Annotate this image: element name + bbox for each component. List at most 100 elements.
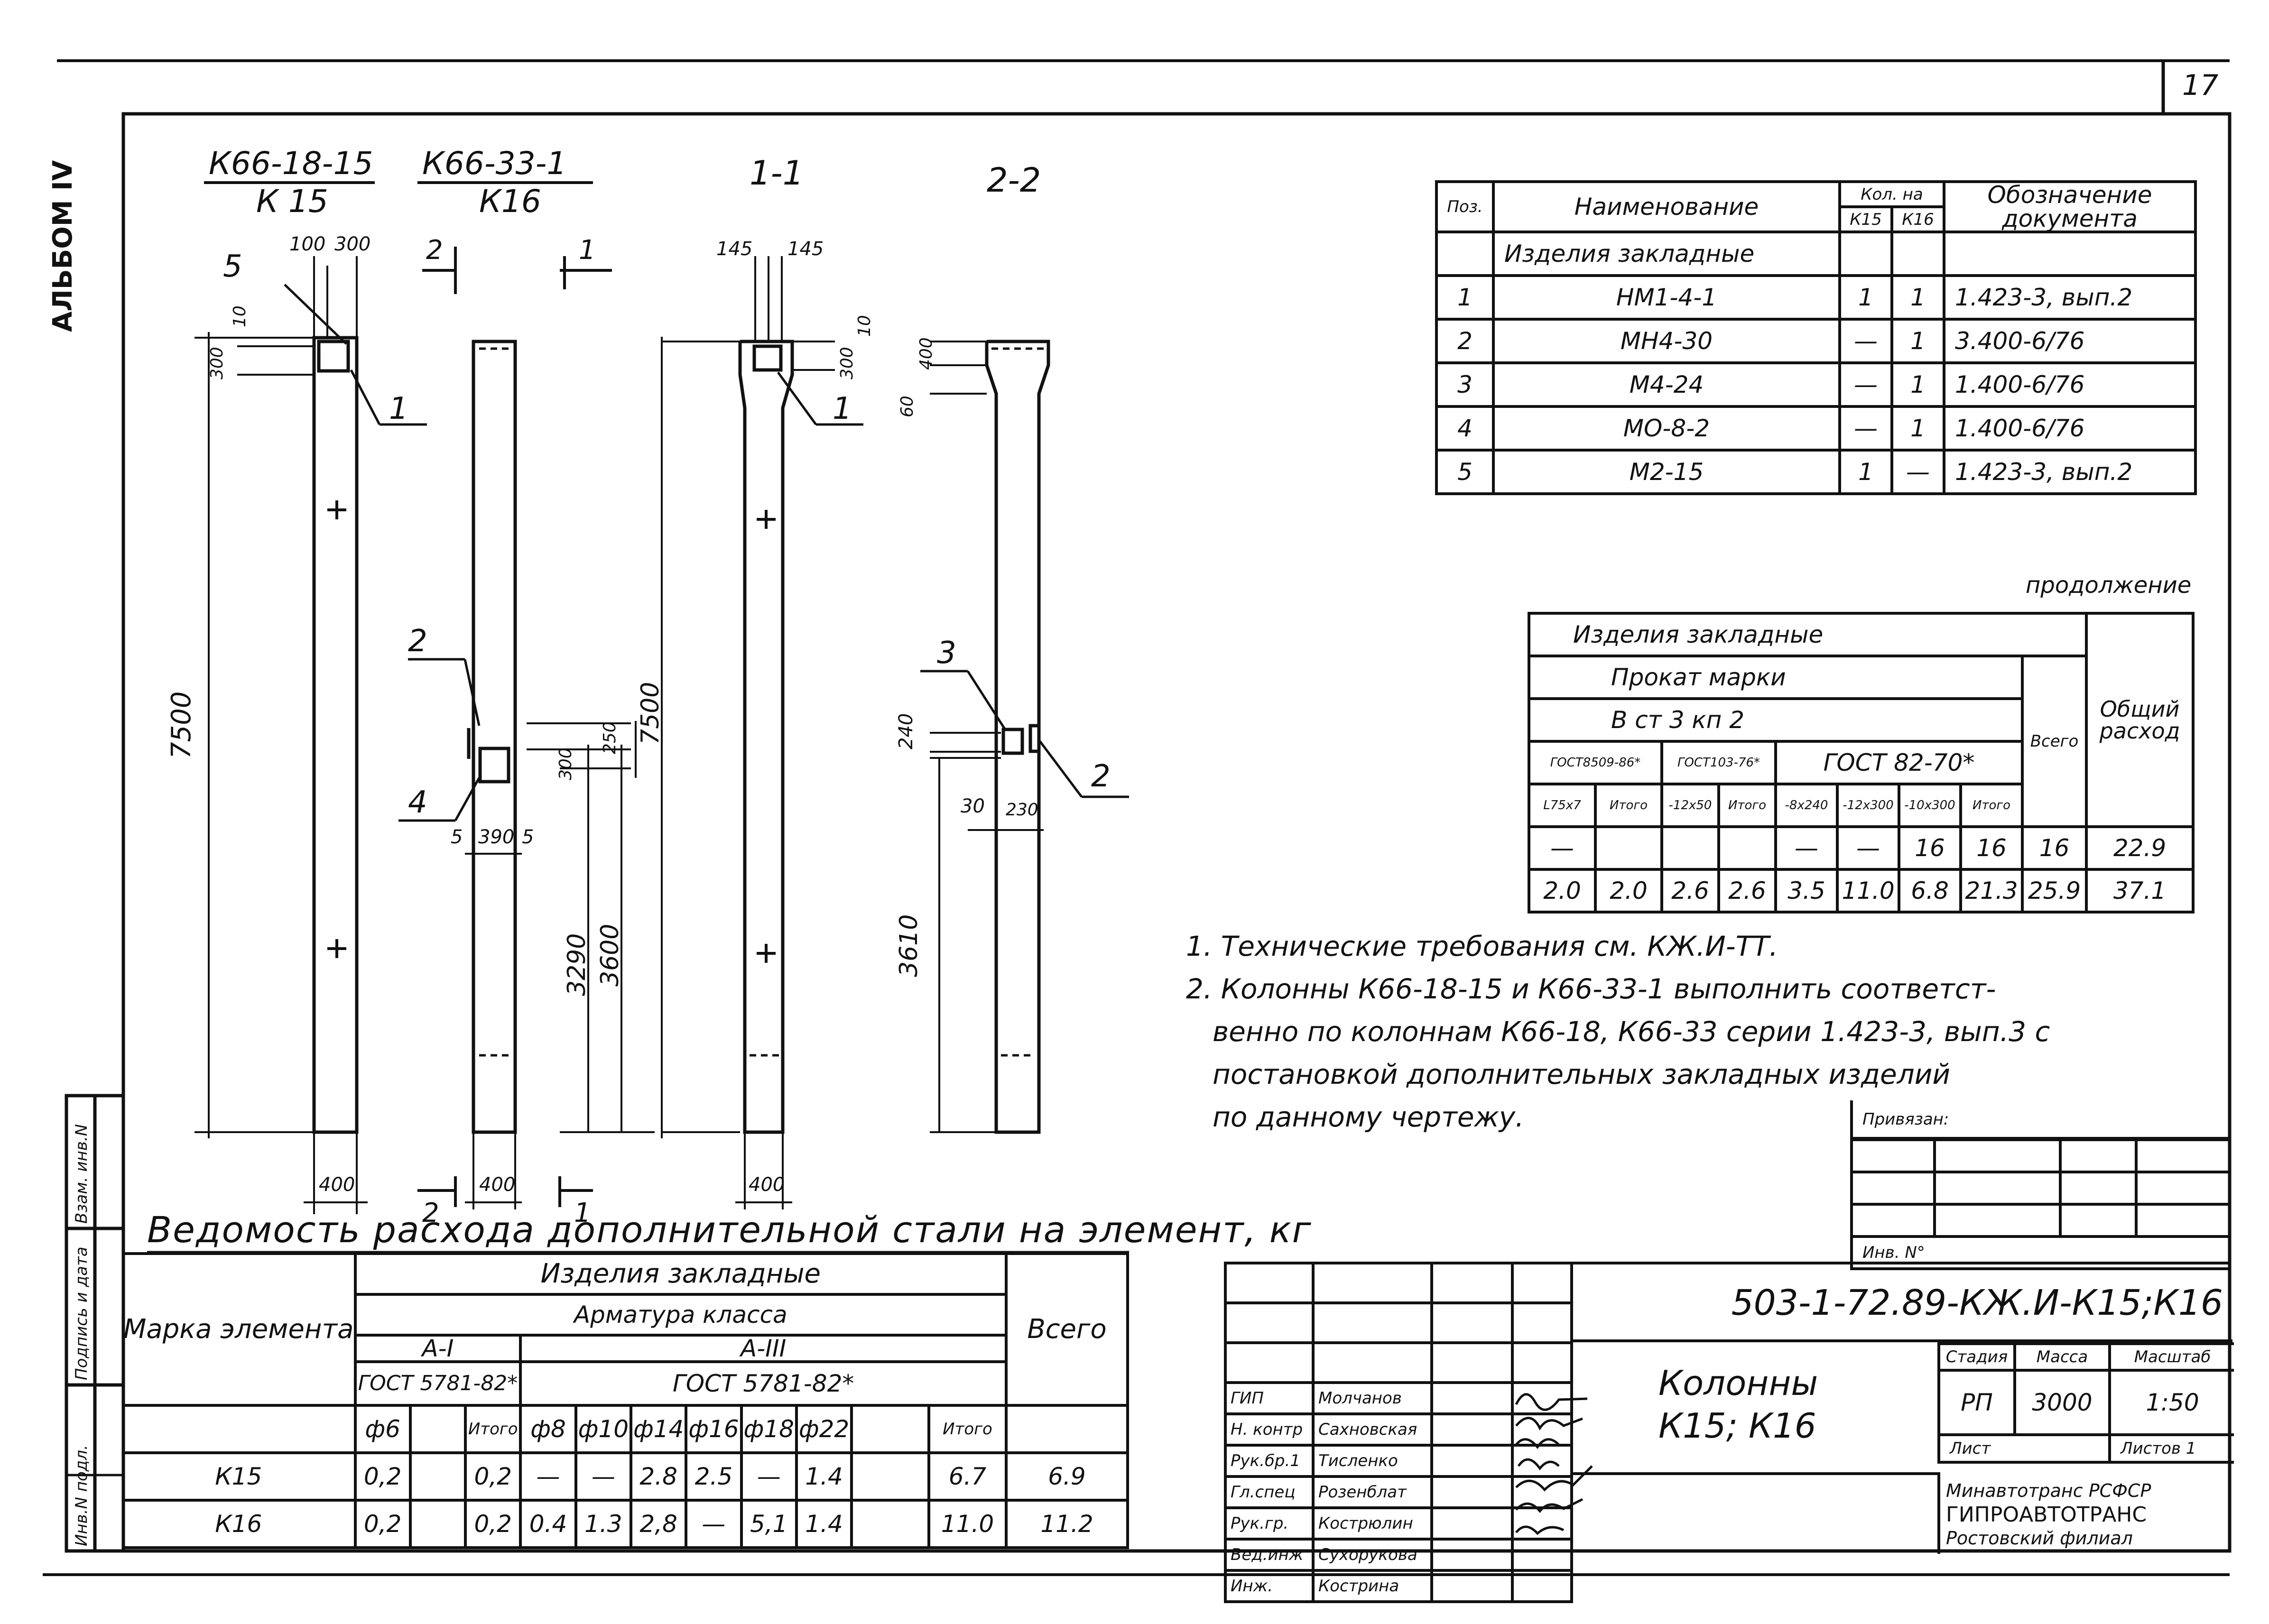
cell-k15: — <box>1838 318 1893 364</box>
sheet-number: 17 <box>2182 69 2219 102</box>
table-row: 1 НМ1-4-1 1 1 1.423-3, вып.2 <box>1435 274 2197 321</box>
cont-col: Итого <box>1594 783 1663 828</box>
cont-col: -12x50 <box>1660 783 1720 828</box>
cont-cell: 2.0 <box>1594 868 1663 914</box>
cont-std1: ГОСТ8509-86* <box>1528 740 1663 785</box>
stamp-code-cell: 503-1-72.89-КЖ.И-К15;К16 <box>1570 1262 2232 1342</box>
note-line: постановкой дополнительных закладных изд… <box>1213 1058 1951 1090</box>
steel-cell: 1.3 <box>574 1499 632 1549</box>
dim-10-a: 10 <box>230 305 250 327</box>
side-label-podpis: Подпись и дата <box>72 1246 91 1380</box>
org-block: Минавтотранс РСФСР ГИПРОАВТОТРАНС Ростов… <box>1937 1475 2232 1554</box>
callout-4: 4 <box>408 785 427 820</box>
section-1-title: 1-1 <box>750 154 804 193</box>
signature-row: Инж.Кострина <box>1224 1569 1573 1603</box>
header-k16: К16 <box>1890 205 1946 233</box>
stage-header: Стадия <box>1937 1342 2016 1372</box>
dim-250: 250 <box>600 721 620 754</box>
steel-cell: 2.5 <box>685 1451 743 1502</box>
table-row: К16 0,2 0,2 0.4 1.3 2,8 — 5,1 1.4 11.0 1… <box>123 1499 1130 1549</box>
role: Н. контр <box>1224 1412 1315 1447</box>
dim-7500-b: 7500 <box>636 682 665 745</box>
person: Молчанов <box>1312 1381 1433 1415</box>
steel-a3: А-III <box>519 1334 1008 1363</box>
dim-300-d: 300 <box>837 347 857 379</box>
dim-145-b: 145 <box>787 238 824 260</box>
steel-row-total: 11.2 <box>1004 1499 1130 1549</box>
steel-armatura: Арматура класса <box>353 1293 1008 1337</box>
note-line: венно по колоннам К66-18, К66-33 серии 1… <box>1213 1015 2050 1048</box>
dim-3600: 3600 <box>596 923 624 987</box>
dim-390: 390 <box>478 826 515 848</box>
steel-cell: 0,2 <box>353 1451 412 1502</box>
note-line: 1. Технические требования см. КЖ.И-ТТ. <box>1186 930 1778 962</box>
person: Сухорукова <box>1312 1538 1433 1572</box>
mass-header: Масса <box>2013 1342 2111 1372</box>
cont-cell: — <box>1836 825 1900 871</box>
scale-value: 1:50 <box>2108 1369 2234 1436</box>
table-row: К15 0,2 0,2 — — 2.8 2.5 — 1.4 6.7 6.9 <box>123 1451 1130 1502</box>
cell-k16: 1 <box>1890 274 1946 321</box>
cell-name: М4-24 <box>1492 361 1841 408</box>
stage-value: РП <box>1937 1369 2016 1436</box>
role: Гл.спец <box>1224 1475 1315 1509</box>
cont-std3: ГОСТ 82-70* <box>1774 740 2024 785</box>
person: Тисленко <box>1312 1444 1433 1478</box>
cont-cell <box>1717 825 1777 871</box>
steel-table-title: Ведомость расхода дополнительной стали н… <box>147 1209 1312 1251</box>
steel-cell: 6.7 <box>927 1451 1008 1502</box>
steel-cell <box>850 1451 930 1502</box>
table-row: — — — 16 16 16 22.9 <box>1528 825 2195 871</box>
note-line: по данному чертежу. <box>1213 1101 1524 1133</box>
cont-overall: Общий расход <box>2085 612 2195 828</box>
steel-diam: Итого <box>927 1404 1008 1454</box>
stage-table: Стадия Масса Масштаб РП 3000 1:50 Лист Л… <box>1937 1342 2234 1464</box>
cont-cell: 11.0 <box>1836 868 1900 914</box>
org-line-3: Ростовский филиал <box>1946 1528 2133 1549</box>
dim-400-d: 400 <box>917 337 936 370</box>
dim-3610: 3610 <box>895 914 923 977</box>
cont-col: -12x300 <box>1836 783 1900 828</box>
mass-value: 3000 <box>2013 1369 2111 1436</box>
steel-total-header: Всего <box>1004 1252 1130 1407</box>
callout-2-a: 2 <box>408 624 427 659</box>
dim-300-a: 300 <box>207 347 227 379</box>
dim-5-b: 5 <box>522 826 534 848</box>
cut-2-bottom: 2 <box>422 1198 439 1228</box>
table-row: 2.0 2.0 2.6 2.6 3.5 11.0 6.8 21.3 25.9 3… <box>1528 868 2195 914</box>
steel-a1: А-I <box>353 1334 522 1363</box>
cont-cell: 16 <box>1898 825 1962 871</box>
side-label-inv-podl: Инв.N подл. <box>72 1445 91 1546</box>
steel-cell: — <box>574 1451 632 1502</box>
dim-240: 240 <box>895 713 917 749</box>
cell-k16: 1 <box>1890 318 1946 364</box>
steel-diam: ф16 <box>685 1404 743 1454</box>
steel-cell: 1.4 <box>795 1499 853 1549</box>
steel-cell <box>408 1451 467 1502</box>
stamp-title-cell: Колонны К15; К16 <box>1570 1342 1940 1475</box>
header-name: Наименование <box>1492 180 1841 233</box>
continuation-label: продолжение <box>2026 572 2192 599</box>
steel-diam: ф14 <box>629 1404 688 1454</box>
dim-230: 230 <box>1006 800 1038 820</box>
cont-cell: 2.6 <box>1717 868 1777 914</box>
cell-k16: 1 <box>1890 405 1946 452</box>
drawing-title-2: К15; К16 <box>1658 1406 1816 1446</box>
steel-cell: 2.8 <box>629 1451 688 1502</box>
cell-doc: 1.423-3, вып.2 <box>1943 449 2197 495</box>
cont-cell: 2.6 <box>1660 868 1720 914</box>
cont-col: L75x7 <box>1528 783 1597 828</box>
cell-k16: 1 <box>1890 361 1946 408</box>
continuation-table: Изделия закладные Общий расход Прокат ма… <box>1527 612 2195 914</box>
sheets-label: Листов 1 <box>2108 1433 2234 1464</box>
cell-doc: 3.400-6/76 <box>1943 318 2197 364</box>
steel-cell: 2,8 <box>629 1499 688 1549</box>
steel-row-mark: К15 <box>123 1451 357 1502</box>
dim-100: 100 <box>289 233 326 255</box>
cell-name: М2-15 <box>1492 449 1841 495</box>
table-row: 4 МО-8-2 — 1 1.400-6/76 <box>1435 405 2197 452</box>
side-label-inv-vzam: Взам. инв.N <box>72 1124 91 1224</box>
role: Инж. <box>1224 1569 1315 1603</box>
